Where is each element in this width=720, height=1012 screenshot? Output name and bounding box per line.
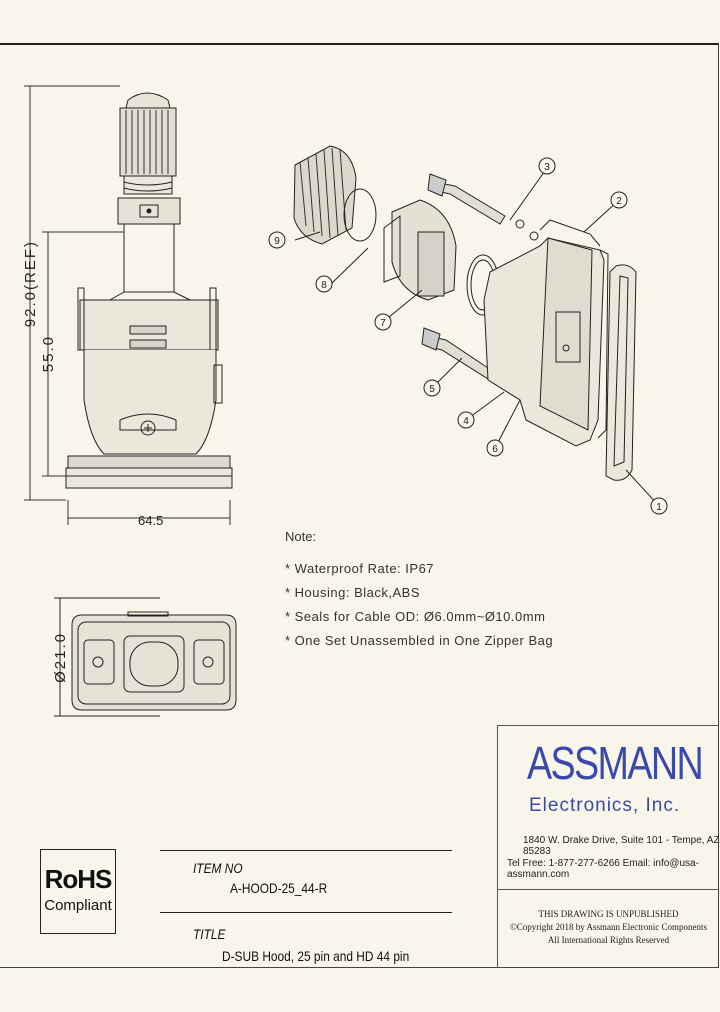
callout-3 [538, 157, 556, 175]
rohs-title: RoHS [44, 864, 113, 894]
company-address: 1840 W. Drake Drive, Suite 101 - Tempe, … [523, 835, 720, 857]
callout-label: 4 [463, 416, 469, 427]
title-label: TITLE [193, 926, 226, 942]
title-block-rule [160, 912, 452, 913]
side-view [54, 597, 237, 717]
title-value: D-SUB Hood, 25 pin and HD 44 pin [222, 948, 410, 964]
callout-label: 3 [544, 162, 550, 173]
callout-6 [486, 439, 504, 457]
dimension-diameter: Ø21.0 [52, 632, 69, 683]
front-view [65, 92, 233, 489]
callout-5 [423, 379, 441, 397]
dimension-total-height: 92.0(REF) [22, 240, 39, 328]
note-line: * Waterproof Rate: IP67 [285, 561, 435, 576]
legal-line-2: ©Copyright 2018 by Assmann Electronic Co… [509, 922, 708, 932]
item-no-value: A-HOOD-25_44-R [230, 880, 328, 896]
dimension-lines [24, 85, 231, 525]
callout-label: 7 [380, 318, 386, 329]
rohs-badge: RoHS Compliant [40, 849, 116, 934]
callout-9 [268, 231, 286, 249]
callout-label: 8 [321, 280, 327, 291]
callout-label: 9 [274, 236, 280, 247]
dimension-body-height: 55.0 [40, 335, 57, 373]
item-no-label: ITEM NO [193, 860, 243, 876]
note-line: * Seals for Cable OD: Ø6.0mm~Ø10.0mm [285, 609, 546, 624]
dimension-width: 64.5 [138, 513, 164, 528]
callout-label: 1 [656, 502, 662, 513]
callout-label: 5 [429, 384, 435, 395]
legal-line-1: THIS DRAWING IS UNPUBLISHED [538, 909, 679, 919]
title-block-rule [160, 850, 452, 851]
company-subtitle: Electronics, Inc. [529, 795, 681, 816]
callout-label: 6 [492, 444, 498, 455]
company-logo: ASSMANN [527, 737, 704, 789]
notes: Note: * Waterproof Rate: IP67 * Housing:… [285, 525, 553, 653]
rohs-subtitle: Compliant [44, 897, 112, 914]
callout-label: 2 [616, 196, 622, 207]
exploded-view [293, 145, 637, 481]
callout-2 [610, 191, 628, 209]
callout-4 [457, 411, 475, 429]
callout-7 [374, 313, 392, 331]
company-contact: Tel Free: 1-877-277-6266 Email: info@usa… [507, 858, 699, 880]
notes-title: Note: [285, 529, 317, 544]
legal-notice: THIS DRAWING IS UNPUBLISHED ©Copyright 2… [497, 890, 719, 968]
company-box [497, 725, 719, 890]
drawing-frame [0, 43, 719, 968]
legal-line-3: All International Rights Reserved [547, 935, 670, 945]
note-line: * Housing: Black,ABS [285, 585, 421, 600]
callout-8 [315, 275, 333, 293]
note-line: * One Set Unassembled in One Zipper Bag [285, 633, 554, 648]
callout-1 [650, 497, 668, 515]
